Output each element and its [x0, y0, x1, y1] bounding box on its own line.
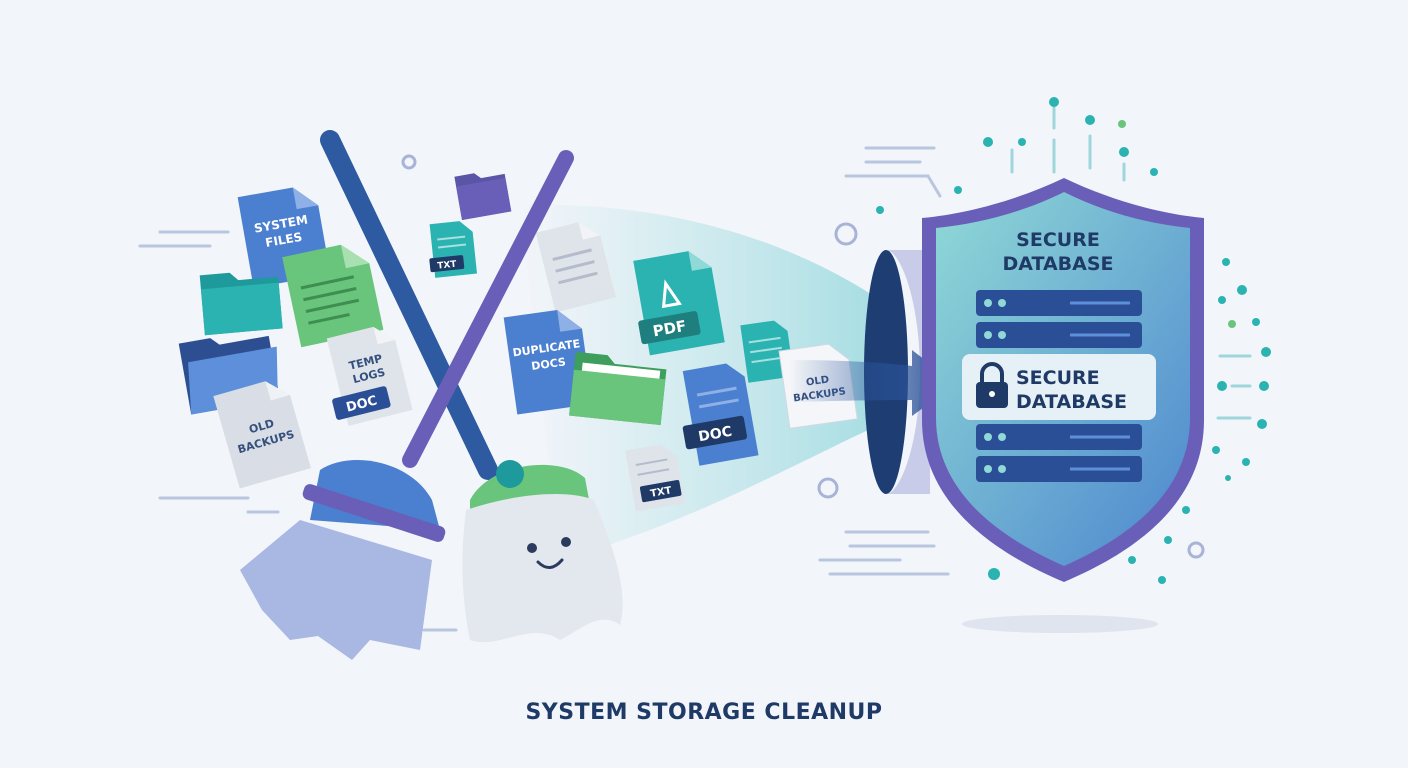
- panel-title-2: DATABASE: [1016, 391, 1127, 413]
- file-txt-small: TXT: [429, 221, 478, 278]
- speed-lines-left: [138, 230, 458, 632]
- shield-title-1: SECURE: [1016, 229, 1100, 251]
- panel-title-1: SECURE: [1016, 367, 1100, 389]
- doc-middle-label: DOC: [697, 424, 733, 446]
- file-pdf: PDF: [633, 251, 725, 356]
- shield-title-2: DATABASE: [1002, 253, 1113, 275]
- folder-teal: [199, 272, 283, 336]
- temp-logs-doc-label: DOC: [345, 393, 379, 415]
- transfer-arrow: [790, 350, 956, 416]
- file-temp-logs: TEMP LOGS DOC: [326, 326, 413, 426]
- speed-lines-right: [818, 146, 950, 576]
- file-green-doc: [282, 244, 384, 348]
- server-stack: [976, 290, 1142, 482]
- broom-right: [402, 150, 623, 643]
- decor-circles: [401, 154, 1205, 559]
- system-files-label-2: FILES: [264, 230, 303, 250]
- duplicate-docs-label-2: DOCS: [531, 355, 567, 373]
- shield-shadow: [962, 615, 1158, 633]
- file-duplicate-docs: DUPLICATE DOCS: [503, 309, 593, 415]
- broom-left: [240, 130, 498, 660]
- data-particles: [876, 97, 1271, 584]
- folder-purple-small: [454, 173, 512, 221]
- file-doc-middle: DOC: [682, 363, 759, 466]
- secure-database-panel: SECURE DATABASE: [962, 354, 1156, 420]
- pdf-label: PDF: [651, 317, 687, 341]
- file-old-backups-left: OLD BACKUPS: [213, 381, 311, 489]
- page-caption: SYSTEM STORAGE CLEANUP: [525, 700, 883, 725]
- txt-small-label: TXT: [437, 260, 458, 272]
- file-txt-bottom: TXT: [625, 444, 686, 512]
- file-gray-doc: [535, 222, 616, 313]
- txt-bottom-label: TXT: [650, 485, 673, 500]
- file-teal-small: [740, 320, 794, 383]
- lock-icon: [976, 362, 1008, 408]
- folder-green: [569, 351, 667, 426]
